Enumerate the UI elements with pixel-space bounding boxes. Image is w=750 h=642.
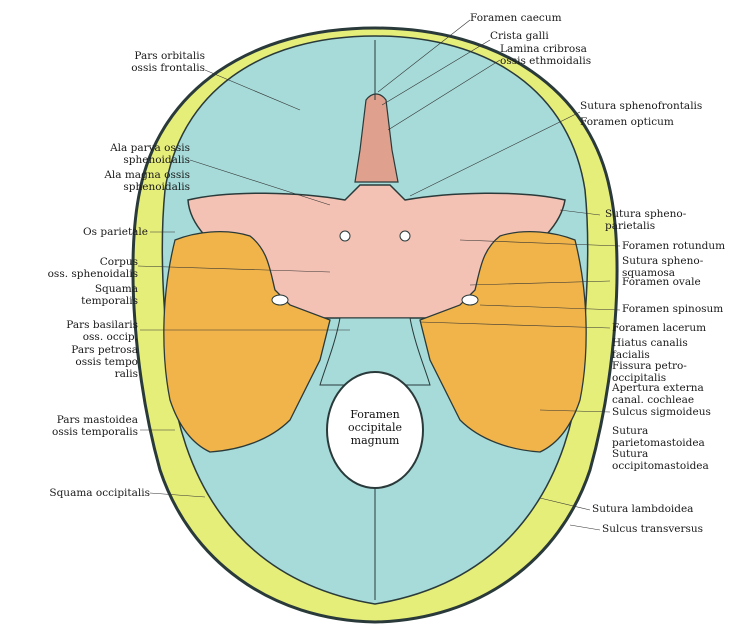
label-sutura-occipitomastoidea: Sutura occipitomastoidea — [612, 448, 709, 472]
label-apertura-externa: Apertura externa canal. cochleae — [612, 382, 704, 406]
label-corpus: Corpus oss. sphenoidalis — [47, 256, 138, 280]
label-foramen-lacerum: Foramen lacerum — [612, 322, 707, 334]
label-foramen-opticum: Foramen opticum — [580, 116, 674, 128]
label-pars-petrosa: Pars petrosa ossis tempo ralis — [71, 344, 138, 380]
label-pars-orbitalis: Pars orbitalis ossis frontalis — [131, 50, 205, 74]
label-sutura-sphenofrontalis: Sutura sphenofrontalis — [580, 100, 703, 112]
label-pars-basilaris: Pars basilaris oss. occip. — [66, 319, 138, 343]
label-sutura-parietomastoidea: Sutura parietomastoidea — [612, 425, 705, 449]
label-foramen-rotundum: Foramen rotundum — [622, 240, 726, 252]
label-pars-mastoidea: Pars mastoidea ossis temporalis — [52, 414, 138, 438]
label-ala-magna: Ala magna ossis sphenoidalis — [104, 169, 190, 193]
label-foramen-spinosum: Foramen spinosum — [622, 303, 724, 315]
label-os-parietale: Os parietale — [83, 226, 148, 238]
label-squama-occipitalis: Squama occipitalis — [49, 487, 150, 499]
right-temporal — [419, 231, 587, 453]
label-lamina-cribrosa: Lamina cribrosa ossis ethmoidalis — [500, 43, 592, 67]
label-foramen-caecum: Foramen caecum — [470, 12, 562, 24]
label-crista-galli: Crista galli — [490, 30, 549, 42]
label-ala-parva: Ala parva ossis sphenoidalis — [110, 142, 190, 166]
label-sulcus-sigmoideus: Sulcus sigmoideus — [612, 406, 711, 418]
label-sutura-sphenoparietalis: Sutura spheno- parietalis — [605, 208, 687, 232]
label-foramen-ovale: Foramen ovale — [622, 276, 701, 288]
label-hiatus-canalis: Hiatus canalis facialis — [612, 337, 688, 361]
label-sutura-lambdoidea: Sutura lambdoidea — [592, 503, 694, 515]
label-fissura-petro: Fissura petro- occipitalis — [612, 360, 687, 384]
label-sutura-sphenosquamosa: Sutura spheno- squamosa — [622, 255, 704, 279]
basilaris — [319, 317, 431, 386]
label-squama-temporalis: Squama temporalis — [81, 283, 138, 307]
left-temporal — [163, 231, 331, 453]
foramen-magnum-label: Foramen occipitale magnum — [347, 408, 403, 447]
ethmoid-lamina — [354, 93, 399, 183]
label-sulcus-transversus: Sulcus transversus — [602, 523, 704, 535]
